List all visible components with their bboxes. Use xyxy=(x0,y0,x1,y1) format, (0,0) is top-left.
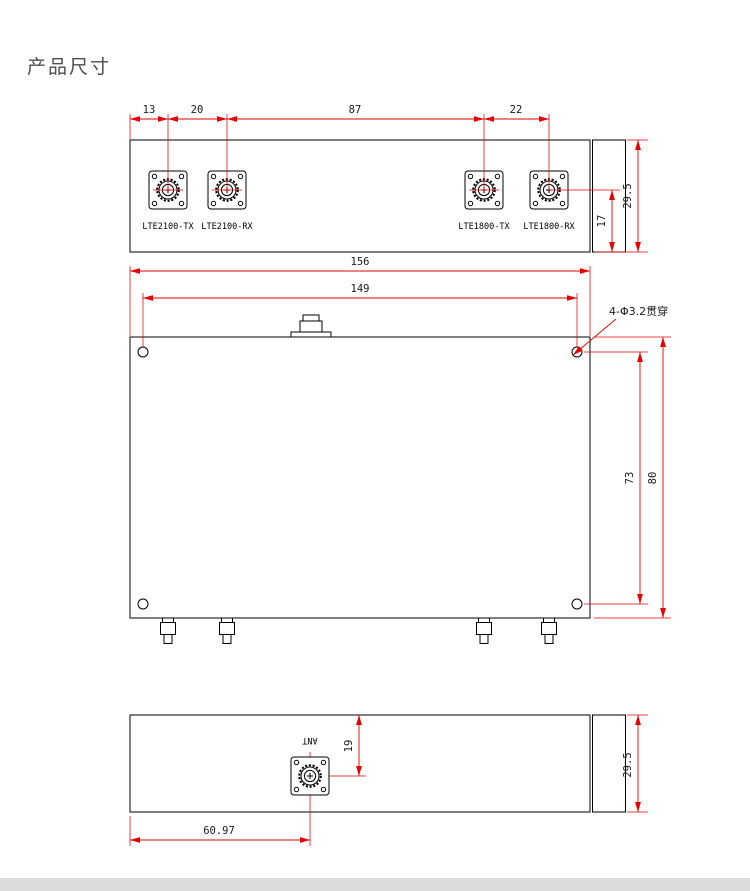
connector-label-ant: ANT xyxy=(302,735,317,745)
top-height-dimensions: 73 80 xyxy=(584,336,671,619)
bottom-panel-body xyxy=(129,714,591,813)
dim-87-label: 87 xyxy=(349,104,362,116)
hole-note-label: 4-Φ3.2贯穿 xyxy=(609,304,668,318)
top-view-body xyxy=(129,336,591,619)
dim-156-label: 156 xyxy=(351,256,370,268)
mount-hole-bottom-left xyxy=(137,598,149,610)
dim-13-label: 13 xyxy=(143,104,156,116)
bottom-stud-3 xyxy=(476,617,492,644)
top-view: 156 149 4-Φ3.2贯穿 73 80 xyxy=(129,256,671,644)
dim-73-label: 73 xyxy=(624,472,636,485)
page-title: 产品尺寸 xyxy=(27,56,111,78)
connector-ant xyxy=(290,756,330,796)
footer-bar xyxy=(0,878,750,891)
front-right-dimensions: 17 29.5 xyxy=(549,139,648,253)
front-top-dimensions: 13 20 87 22 xyxy=(129,104,550,191)
bottom-height-dimension: 29.5 xyxy=(622,714,648,813)
bottom-stud-2 xyxy=(219,617,235,644)
dim-17-label: 17 xyxy=(596,215,608,228)
top-width-dimensions: 156 149 xyxy=(129,256,591,347)
bottom-panel-endcap xyxy=(592,714,626,813)
bottom-offset-dimension: 19 xyxy=(343,715,362,776)
front-panel-body xyxy=(129,139,591,253)
connector-label-lte2100-rx: LTE2100-RX xyxy=(201,222,253,232)
bottom-horizontal-dimension: 60.97 xyxy=(129,816,310,846)
front-panel-endcap xyxy=(592,139,626,253)
dim-29-5-bottom-label: 29.5 xyxy=(622,752,634,777)
mount-hole-top-left xyxy=(137,346,149,358)
bottom-view: ANT 19 60.97 29.5 xyxy=(129,714,648,846)
dim-20-label: 20 xyxy=(191,104,204,116)
mount-hole-bottom-right xyxy=(571,598,583,610)
dim-29-5-label: 29.5 xyxy=(622,183,634,208)
dim-60-97-label: 60.97 xyxy=(203,825,235,837)
dim-22-label: 22 xyxy=(510,104,523,116)
bottom-stud-4 xyxy=(541,617,557,644)
ant-port-profile xyxy=(290,314,332,338)
connector-label-lte1800-rx: LTE1800-RX xyxy=(523,222,575,232)
front-view: LTE2100-TX LTE2100-RX LTE1800-TX LTE1800… xyxy=(129,104,648,253)
bottom-stud-1 xyxy=(160,617,176,644)
connector-label-lte2100-tx: LTE2100-TX xyxy=(142,222,194,232)
dim-80-label: 80 xyxy=(647,472,659,485)
dim-19-label: 19 xyxy=(343,740,355,753)
dim-149-label: 149 xyxy=(351,283,370,295)
connector-label-lte1800-tx: LTE1800-TX xyxy=(458,222,510,232)
